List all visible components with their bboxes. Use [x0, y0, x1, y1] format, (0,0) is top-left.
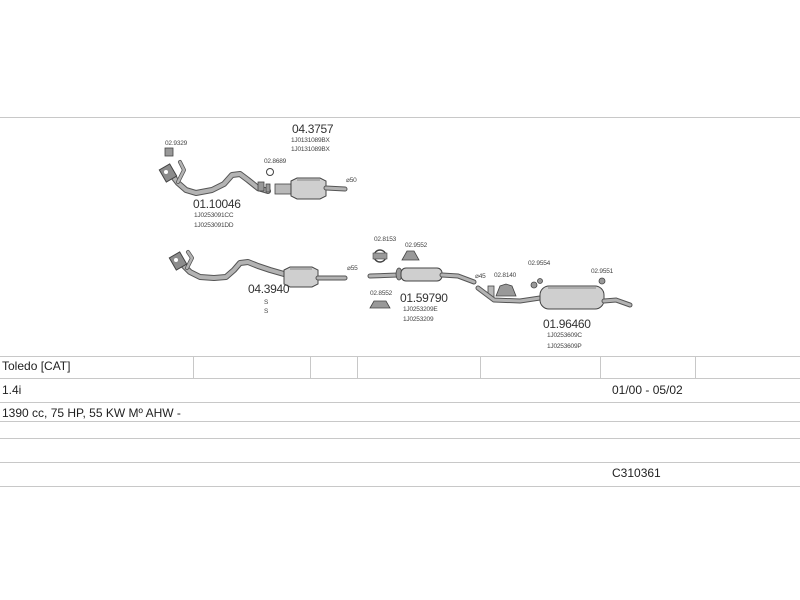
oe-number: S: [264, 308, 269, 315]
hanger-02-9554: [530, 278, 543, 289]
accessory-label: 02.9329: [165, 140, 188, 147]
oe-number: 1J0253209: [403, 316, 434, 323]
part-number-01-96460: 01.96460: [543, 317, 591, 331]
manifold-flange-lower: [168, 251, 188, 271]
oe-number: 1J0131089BX: [291, 146, 330, 153]
pipe-diameter-label: ⌀45: [475, 273, 486, 280]
exhaust-diagram: 04.3757 1J0131089BX 1J0131089BX 01.10046…: [0, 118, 800, 356]
oe-number: 1J0253091DD: [194, 222, 234, 229]
table-divider: [0, 486, 800, 487]
table-divider: [0, 356, 800, 357]
manifold-flange-upper: [158, 163, 178, 183]
catalytic-converter-04-3757: [274, 177, 348, 200]
table-column-divider: [310, 356, 311, 378]
exhaust-drawing: [158, 147, 633, 310]
table-divider: [0, 421, 800, 422]
hanger-02-8153: [372, 249, 388, 263]
part-number-01-59790: 01.59790: [400, 291, 448, 305]
table-column-divider: [600, 356, 601, 378]
accessory-label: 02.8153: [374, 236, 397, 243]
table-divider: [0, 438, 800, 439]
accessory-label: 02.8552: [370, 290, 393, 297]
accessory-label: 02.9554: [528, 260, 551, 267]
vehicle-model: Toledo [CAT]: [2, 359, 71, 373]
table-divider: [0, 462, 800, 463]
table-column-divider: [695, 356, 696, 378]
hanger-02-9551: [598, 277, 606, 285]
clamp-02-8689: [257, 168, 274, 193]
oe-number: S: [264, 299, 269, 306]
engine-details: 1390 cc, 75 HP, 55 KW Mº AHW -: [2, 406, 181, 420]
accessory-label: 02.8140: [494, 272, 517, 279]
catalytic-converter-04-3940: [283, 266, 348, 288]
part-number-01-10046: 01.10046: [193, 197, 241, 211]
accessory-label: 02.9552: [405, 242, 428, 249]
production-years: 01/00 - 05/02: [612, 383, 683, 397]
gasket-02-9329: [164, 147, 174, 157]
pipe-diameter-label: ⌀55: [347, 265, 358, 272]
oe-number: 1J0253609P: [547, 343, 582, 350]
table-divider: [0, 378, 800, 379]
oe-number: 1J0253091CC: [194, 212, 234, 219]
pipe-diameter-label: ⌀50: [346, 177, 357, 184]
oe-number: 1J0253609C: [547, 332, 582, 339]
rear-silencer-01-96460: [475, 285, 633, 310]
accessory-label: 02.8689: [264, 158, 287, 165]
front-pipe-upper: [165, 160, 271, 196]
table-divider: [0, 402, 800, 403]
engine-variant: 1.4i: [2, 383, 22, 397]
frame-top-border: [0, 117, 800, 118]
part-number-04-3940: 04.3940: [248, 282, 290, 296]
oe-number: 1J0253209E: [403, 306, 438, 313]
hanger-02-9552: [401, 250, 420, 261]
part-number-04-3757: 04.3757: [292, 122, 334, 136]
accessory-label: 02.9551: [591, 268, 614, 275]
middle-silencer-01-59790: [367, 267, 477, 285]
table-column-divider: [193, 356, 194, 378]
table-column-divider: [357, 356, 358, 378]
front-pipe-lower: [175, 250, 287, 281]
oe-number: 1J0131089BX: [291, 137, 330, 144]
bracket-02-8552: [369, 300, 391, 309]
clamp-02-8140: [487, 283, 517, 299]
table-column-divider: [480, 356, 481, 378]
catalogue-code: C310361: [612, 466, 661, 480]
